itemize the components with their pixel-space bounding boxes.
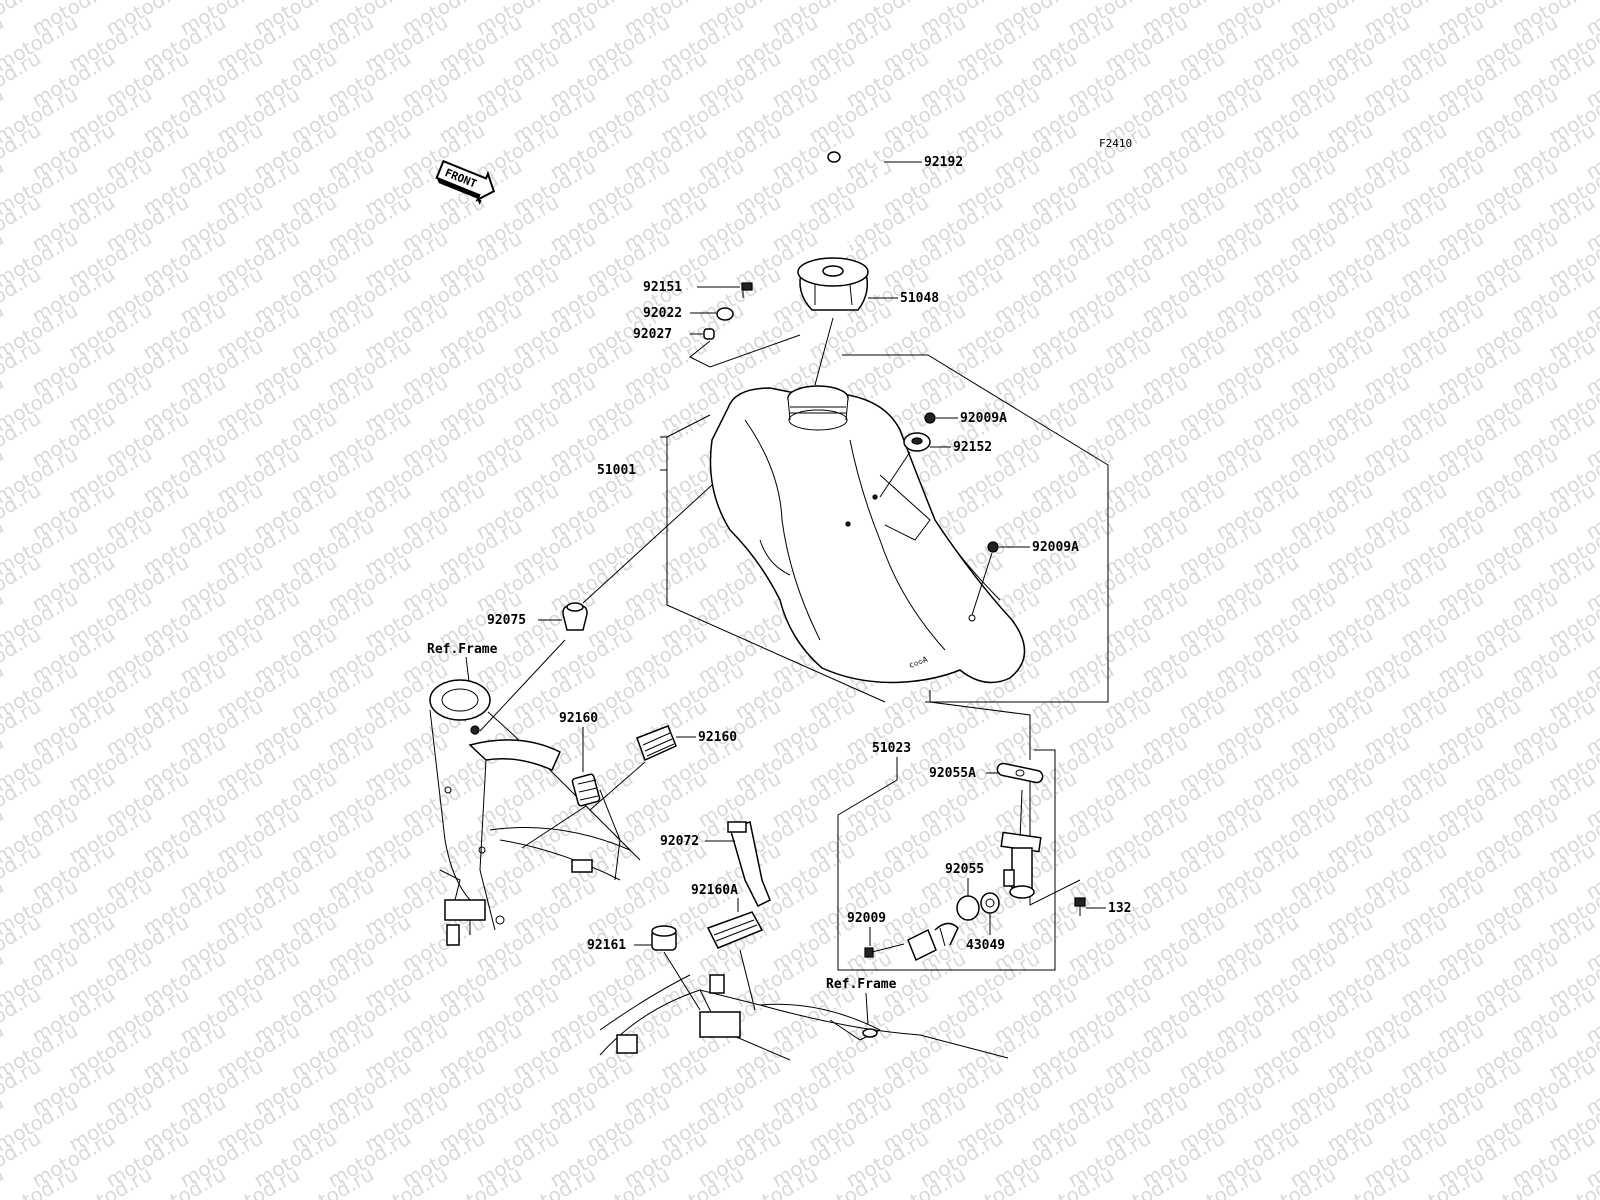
damper-92075 [562,602,588,631]
label-43049: 43049 [966,938,1005,953]
label-92161: 92161 [587,938,626,953]
damper-92152 [903,432,931,452]
label-92055a: 92055A [929,766,976,781]
label-92009: 92009 [847,911,886,926]
fuel-cap [797,257,869,311]
label-92151: 92151 [643,280,682,295]
diagram-code: F2410 [1099,137,1132,150]
ref-frame-upper: Ref.Frame [427,642,498,657]
label-92027: 92027 [633,327,672,342]
bolt-92009a-lower [987,541,999,553]
bolt-92009a-upper [924,412,936,424]
label-132: 132 [1108,901,1131,916]
label-92072: 92072 [660,834,699,849]
label-92055: 92055 [945,862,984,877]
label-92160a: 92160A [691,883,738,898]
cap-92161 [651,925,677,951]
o-ring-92055 [956,895,980,921]
label-92022: 92022 [643,306,682,321]
label-92075: 92075 [487,613,526,628]
washer-43049 [980,892,1000,914]
label-51048: 51048 [900,291,939,306]
label-92009a-lower: 92009A [1032,540,1079,555]
label-92160-right: 92160 [698,730,737,745]
label-51023: 51023 [872,741,911,756]
label-92192: 92192 [924,155,963,170]
ref-frame-lower: Ref.Frame [826,977,897,992]
label-92152: 92152 [953,440,992,455]
label-92160-left: 92160 [559,711,598,726]
label-51001: 51001 [597,463,636,478]
washer-92022 [716,307,734,321]
label-92009a-upper: 92009A [960,411,1007,426]
collar-92027 [703,328,715,340]
